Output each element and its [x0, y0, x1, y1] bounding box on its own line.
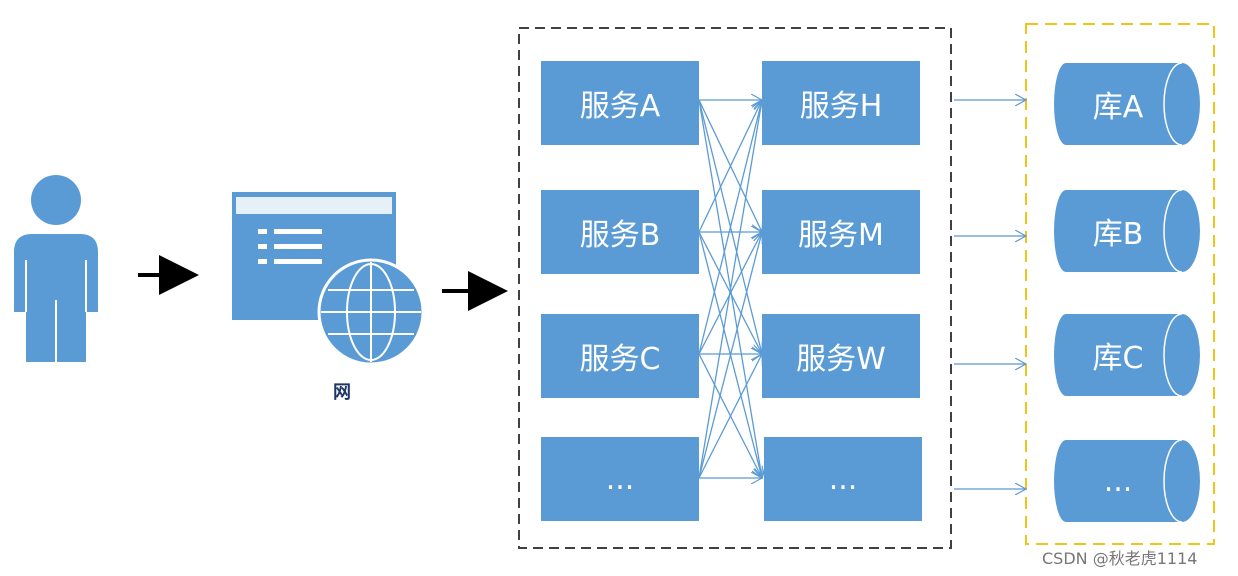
service-more-right-box: ...	[764, 437, 922, 521]
database-c: 库C	[1054, 314, 1202, 396]
database-cylinder-icon	[1054, 314, 1200, 396]
database-more: ...	[1054, 440, 1202, 522]
database-more-label: ...	[1103, 463, 1133, 499]
service-a-box: 服务A	[541, 61, 699, 145]
database-b: 库B	[1054, 190, 1202, 272]
service-b-box: 服务B	[541, 190, 699, 274]
database-a: 库A	[1054, 63, 1202, 145]
database-group-border	[1025, 23, 1215, 545]
gateway-label: 网	[333, 382, 351, 403]
database-c-label: 库C	[1092, 341, 1144, 376]
service-c-box: 服务C	[541, 314, 699, 398]
link-left-2-to-right-0	[698, 100, 762, 355]
link-left-2-to-right-1	[698, 232, 762, 355]
watermark: CSDN @秋老虎1114	[1042, 549, 1198, 568]
service-w-box: 服务W	[762, 314, 920, 398]
globe-icon	[317, 258, 425, 366]
service-group-border	[518, 27, 952, 549]
service-more-left-box: ...	[541, 437, 699, 521]
link-left-3-to-right-2	[698, 354, 762, 479]
database-cylinder-icon	[1054, 440, 1200, 522]
person-icon	[14, 175, 98, 362]
database-cylinder-icon	[1054, 63, 1200, 145]
database-cylinder-icon	[1054, 190, 1200, 272]
link-left-3-to-right-0	[698, 100, 762, 479]
service-links	[698, 100, 762, 479]
service-h-box: 服务H	[762, 61, 920, 145]
link-left-1-to-right-0	[698, 100, 762, 233]
database-links	[954, 100, 1026, 489]
service-m-box: 服务M	[762, 190, 920, 274]
link-left-3-to-right-1	[698, 232, 762, 479]
database-a-label: 库A	[1092, 90, 1144, 125]
database-b-label: 库B	[1092, 217, 1144, 252]
